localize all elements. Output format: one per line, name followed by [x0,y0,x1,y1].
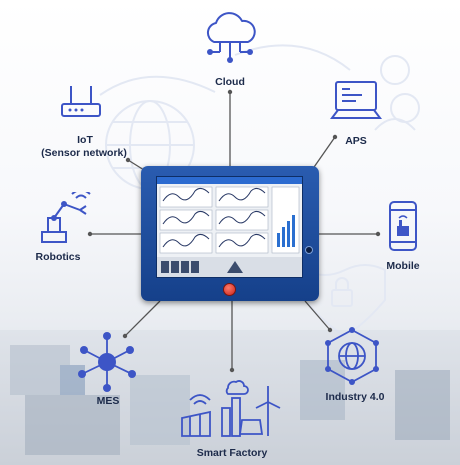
hmi-emergency-button [223,283,236,296]
router-icon [61,86,101,117]
smart-factory-label: Smart Factory [196,447,268,459]
robotics-label: Robotics [35,251,81,263]
cloud-icon [206,12,256,63]
hmi-panel [141,166,319,301]
hmi-screen-graphs [157,177,302,277]
robot-arm-icon [41,192,91,243]
industry-label: Industry 4.0 [325,391,385,403]
mes-label: MES [96,395,120,407]
cloud-label: Cloud [215,76,245,88]
mobile-label: Mobile [386,260,420,272]
aps-label: APS [345,135,367,147]
globe-network-icon [325,327,379,385]
network-nodes-icon [78,332,136,392]
smartphone-icon [389,201,417,251]
factory-icon [181,380,281,437]
hmi-screen [156,176,303,278]
hmi-usb-port [305,246,313,254]
computer-icon [330,81,382,119]
iot-label-line1: IoT [77,134,93,146]
iot-label-line2: (Sensor network) [41,147,127,159]
